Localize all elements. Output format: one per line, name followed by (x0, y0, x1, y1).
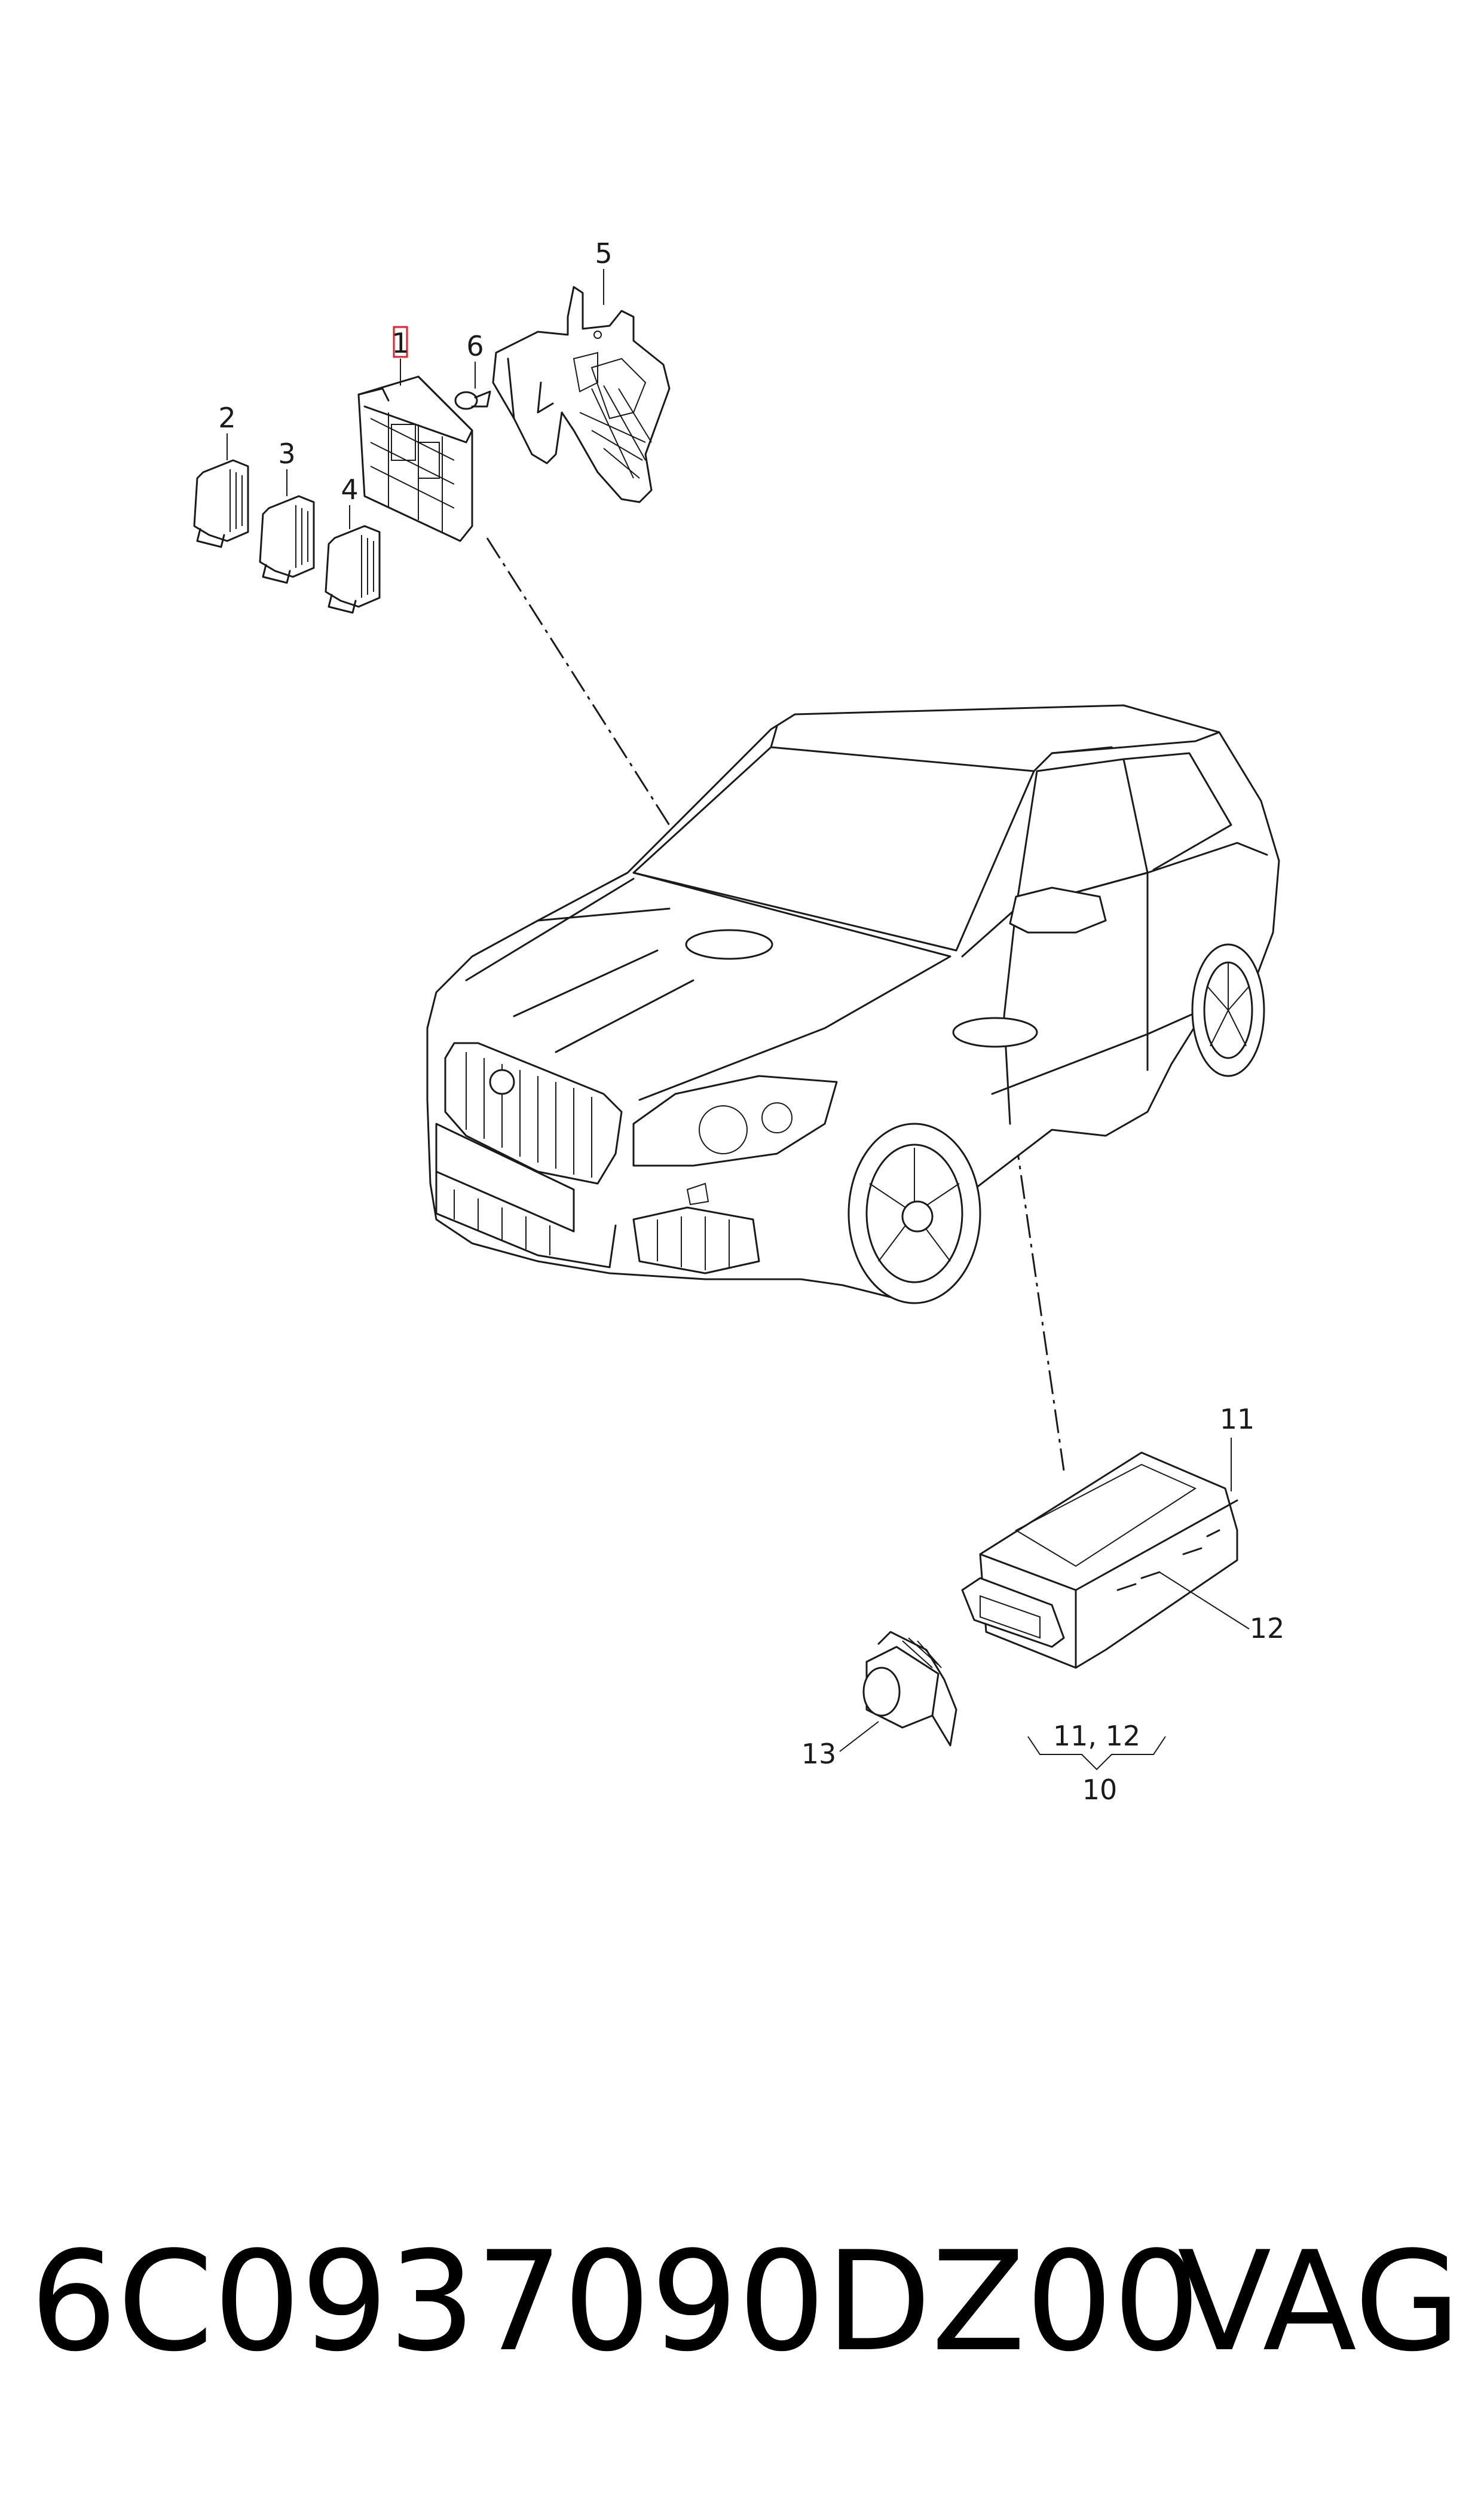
callout-11: 11 (1220, 1403, 1255, 1491)
callout-13: 13 (801, 1721, 879, 1770)
callout-1: 1 (391, 326, 409, 386)
callout-3: 3 (278, 438, 296, 496)
callout-5: 5 (595, 237, 613, 305)
svg-text:3: 3 (278, 438, 295, 470)
assembly-group-10: 11, 12 10 (1027, 1720, 1166, 1806)
part-13-holder[interactable] (862, 1631, 957, 1747)
svg-text:10: 10 (1082, 1774, 1118, 1806)
svg-text:4: 4 (341, 473, 358, 506)
callout-12: 12 (1159, 1572, 1284, 1644)
callout-4: 4 (341, 473, 359, 529)
mounting-location-fender (952, 1017, 1038, 1048)
part-5-bracket[interactable] (492, 286, 671, 503)
svg-text:1: 1 (391, 327, 409, 359)
svg-text:2: 2 (218, 402, 235, 434)
part-4-connector[interactable] (325, 525, 381, 614)
svg-text:11, 12: 11, 12 (1053, 1720, 1140, 1752)
part-number: 6C0937090DZ00 (30, 2222, 1201, 2382)
mounting-location-hood (685, 929, 773, 960)
svg-text:13: 13 (801, 1738, 837, 1770)
callout-2: 2 (218, 402, 236, 460)
part-3-connector[interactable] (259, 495, 315, 584)
svg-text:5: 5 (595, 237, 612, 270)
car-illustration (426, 704, 1280, 1304)
part-6-screw[interactable] (454, 390, 491, 410)
brand-label: VAG (1177, 2222, 1461, 2382)
part-11-control-unit[interactable] (961, 1451, 1238, 1669)
svg-text:12: 12 (1250, 1612, 1285, 1644)
svg-text:6: 6 (466, 330, 484, 362)
part-2-connector[interactable] (193, 459, 249, 548)
svg-text:11: 11 (1220, 1403, 1255, 1435)
part-1-control-unit[interactable] (357, 375, 473, 542)
callout-6: 6 (466, 330, 484, 389)
